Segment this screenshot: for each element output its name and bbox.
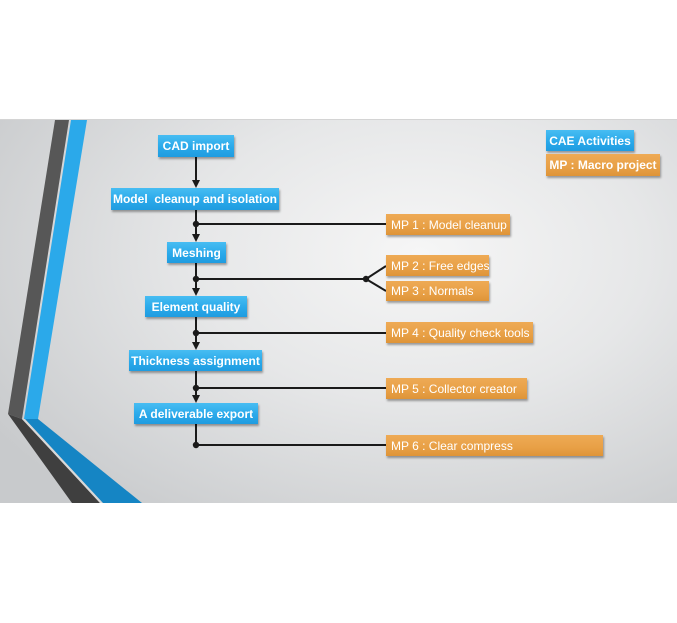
legend-mp-label: MP : Macro project bbox=[549, 158, 657, 172]
mp-1-model-cleanup: MP 1 : Model cleanup bbox=[386, 214, 510, 235]
step-meshing: Meshing bbox=[167, 242, 226, 263]
legend-macro-project: MP : Macro project bbox=[546, 154, 660, 176]
slide: CAE Activities MP : Macro project CAD im… bbox=[0, 119, 677, 503]
mp-label: MP 2 : Free edges bbox=[391, 258, 490, 273]
blue-stripe-upper bbox=[24, 120, 87, 419]
legend-cae-label: CAE Activities bbox=[549, 133, 631, 148]
step-label: Thickness assignment bbox=[131, 353, 260, 368]
mp-2-free-edges: MP 2 : Free edges bbox=[386, 255, 490, 276]
blue-stripe-lower bbox=[25, 419, 142, 503]
decorative-stripes bbox=[8, 120, 142, 503]
mp-label: MP 4 : Quality check tools bbox=[391, 325, 530, 340]
step-cad-import: CAD import bbox=[158, 135, 234, 157]
step-element-quality: Element quality bbox=[145, 296, 247, 317]
step-label: A deliverable export bbox=[138, 406, 254, 421]
step-label: Model cleanup and isolation bbox=[112, 192, 277, 206]
mp-3-normals: MP 3 : Normals bbox=[386, 281, 489, 301]
stripe-separator bbox=[22, 419, 103, 503]
step-label: Element quality bbox=[151, 299, 241, 314]
mp-label: MP 6 : Clear compress bbox=[391, 438, 513, 453]
dark-stripe-upper bbox=[8, 120, 69, 419]
step-label: CAD import bbox=[162, 139, 230, 153]
mp-label: MP 1 : Model cleanup bbox=[391, 217, 507, 232]
step-label: Meshing bbox=[172, 245, 221, 260]
dark-stripe-lower bbox=[8, 414, 100, 503]
mp-5-collector-creator: MP 5 : Collector creator bbox=[386, 378, 527, 399]
legend-cae-activities: CAE Activities bbox=[546, 130, 634, 151]
mp-label: MP 3 : Normals bbox=[391, 284, 474, 298]
mp-4-quality-check-tools: MP 4 : Quality check tools bbox=[386, 322, 533, 343]
mp-label: MP 5 : Collector creator bbox=[391, 381, 517, 396]
step-thickness-assignment: Thickness assignment bbox=[129, 350, 262, 371]
step-model-cleanup: Model cleanup and isolation bbox=[111, 188, 279, 210]
step-deliverable-export: A deliverable export bbox=[134, 403, 258, 424]
mp-6-clear-compress: MP 6 : Clear compress bbox=[386, 435, 603, 456]
